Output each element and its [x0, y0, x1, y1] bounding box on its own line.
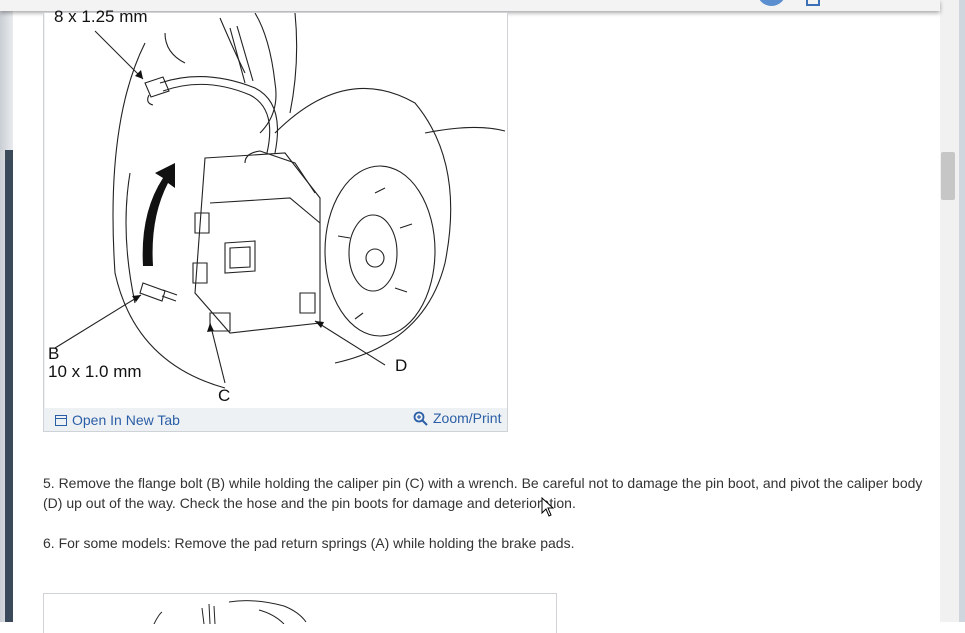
open-new-tab-icon [55, 414, 67, 426]
zoom-icon [413, 411, 428, 426]
diagram-figure: 8 x 1.25 mm B 10 x 1.0 mm C D Open In Ne… [43, 7, 508, 432]
label-c: C [218, 386, 231, 405]
label-top-bolt-size: 8 x 1.25 mm [54, 7, 148, 26]
open-new-tab-link[interactable]: Open In New Tab [55, 412, 180, 428]
zoom-print-label: Zoom/Print [433, 410, 502, 426]
diagram-figure-2 [43, 593, 557, 633]
window-left-edge [0, 0, 13, 622]
brake-caliper-illustration: 8 x 1.25 mm B 10 x 1.0 mm C D [45, 7, 507, 408]
avatar[interactable] [757, 0, 786, 6]
step-5-text: 5. Remove the flange bolt (B) while hold… [43, 475, 923, 511]
notification-icon[interactable] [806, 0, 820, 6]
zoom-print-link[interactable]: Zoom/Print [413, 410, 501, 426]
mouse-cursor-icon [541, 497, 555, 517]
step-6-text: 6. For some models: Remove the pad retur… [43, 535, 575, 551]
label-b: B [48, 344, 60, 363]
scrollbar-thumb[interactable] [941, 152, 955, 200]
open-new-tab-label: Open In New Tab [72, 412, 180, 428]
overlay-toolbar [0, 0, 940, 11]
label-b-size: 10 x 1.0 mm [48, 362, 142, 381]
label-d: D [395, 356, 408, 375]
window-right-edge [940, 0, 965, 622]
